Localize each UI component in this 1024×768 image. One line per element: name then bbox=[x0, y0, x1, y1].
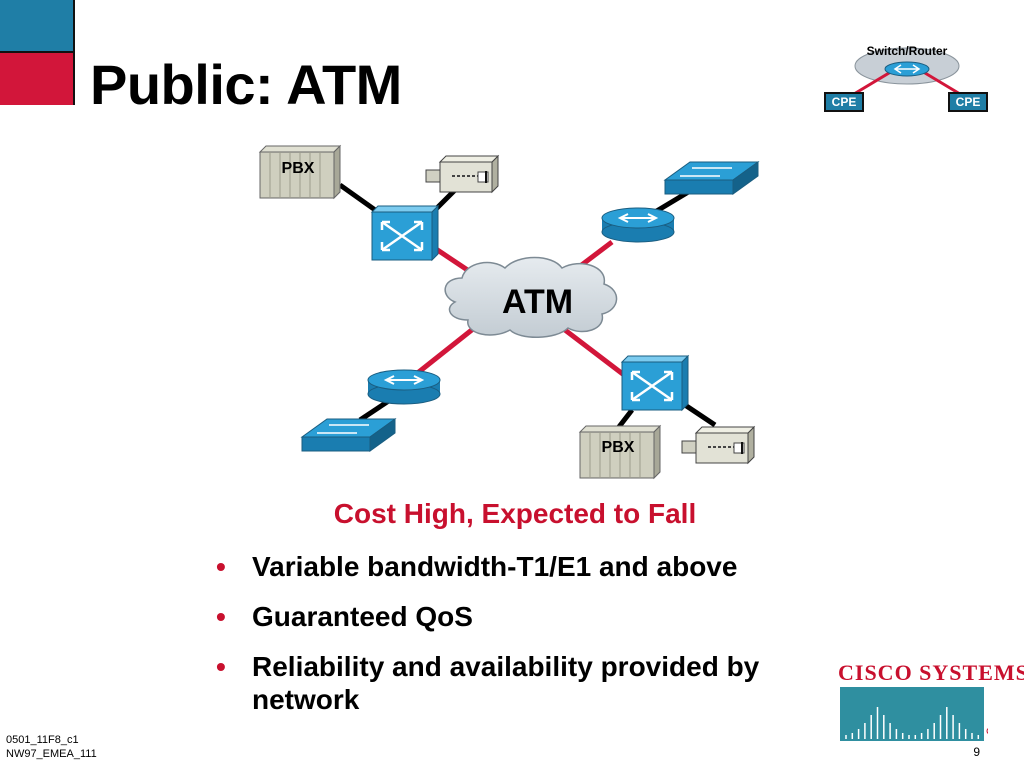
bullet-text: Guaranteed QoS bbox=[252, 601, 473, 632]
bullet-text: Reliability and availability provided by… bbox=[252, 651, 760, 715]
corner-block-red bbox=[0, 53, 75, 105]
tagline: Cost High, Expected to Fall bbox=[333, 498, 697, 529]
bullet-text: Variable bandwidth-T1/E1 and above bbox=[252, 551, 738, 582]
video-camera-icon bbox=[425, 154, 500, 194]
pbx-top-label: PBX bbox=[281, 160, 315, 177]
bullet-item: • Guaranteed QoS bbox=[216, 600, 816, 633]
atm-network-diagram bbox=[258, 144, 760, 480]
legend-cpe-left: CPE bbox=[824, 92, 864, 112]
page-number: 9 bbox=[973, 745, 980, 759]
footer-code: 0501_11F8_c1 NW97_EMEA_111 bbox=[6, 733, 97, 761]
video-camera-icon bbox=[681, 425, 756, 465]
link-pbx-top bbox=[338, 182, 380, 215]
atm-cloud-icon bbox=[444, 256, 618, 338]
router-icon bbox=[601, 207, 675, 243]
bullet-dot: • bbox=[216, 551, 226, 582]
atm-cloud-label: ATM bbox=[501, 283, 574, 321]
bullet-dot: • bbox=[216, 601, 226, 632]
legend-diagram bbox=[843, 47, 971, 102]
link-camera-bottom bbox=[683, 402, 717, 428]
wan-link-4 bbox=[563, 328, 630, 380]
legend: Switch/Router CPE CPE bbox=[822, 38, 994, 118]
bullet-item: • Variable bandwidth-T1/E1 and above bbox=[216, 550, 816, 583]
lan-switch-icon bbox=[663, 161, 760, 195]
router-icon bbox=[367, 369, 441, 405]
bullet-list: • Variable bandwidth-T1/E1 and above • Gua… bbox=[216, 550, 816, 733]
link-switch-bottom bbox=[358, 397, 392, 423]
pbx-bottom-label: PBX bbox=[601, 439, 635, 456]
legend-cpe-right: CPE bbox=[948, 92, 988, 112]
legend-switch-router-label: Switch/Router bbox=[866, 44, 948, 58]
atm-switch-icon bbox=[620, 354, 690, 412]
cisco-logo-icon bbox=[840, 687, 988, 741]
cisco-logo: CISCO SYSTEMS bbox=[838, 660, 1024, 750]
footer-code-line-1: 0501_11F8_c1 bbox=[6, 734, 79, 746]
footer-code-line-2: NW97_EMEA_111 bbox=[6, 748, 97, 760]
cisco-logo-text: CISCO SYSTEMS bbox=[838, 660, 1024, 685]
atm-switch-icon bbox=[370, 204, 440, 262]
pbx-icon bbox=[578, 424, 662, 480]
slide-title: Public: ATM bbox=[90, 53, 402, 116]
bullet-dot: • bbox=[216, 651, 226, 682]
wan-link-3 bbox=[413, 323, 480, 377]
bullet-item: • Reliability and availability provided b… bbox=[216, 650, 816, 716]
pbx-icon bbox=[258, 144, 342, 200]
corner-block-blue bbox=[0, 0, 75, 53]
lan-switch-icon bbox=[300, 418, 397, 452]
